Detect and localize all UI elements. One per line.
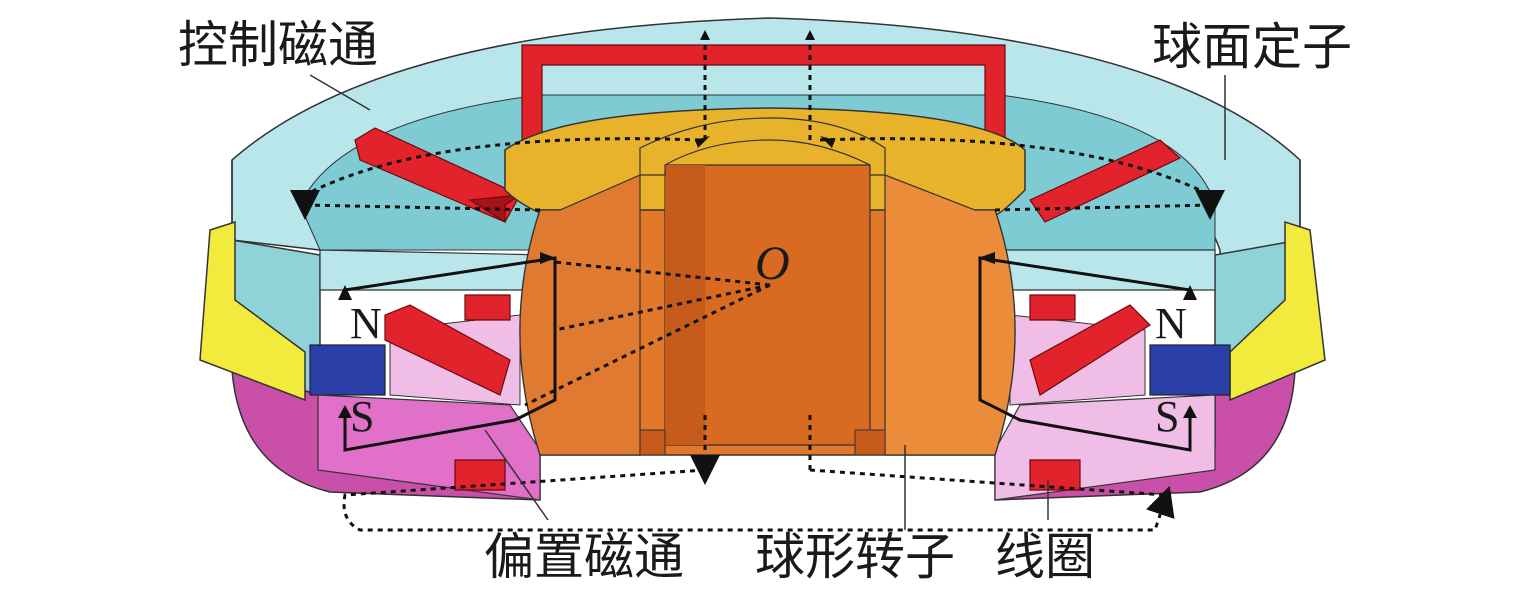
bias-arrow-top-left bbox=[540, 252, 556, 264]
stator-cut-right bbox=[994, 249, 1216, 291]
coil-mid-left bbox=[384, 304, 511, 396]
leader-bias-flux bbox=[484, 429, 549, 521]
bias-flux-solid-left bbox=[343, 256, 557, 452]
coil-mid-left-top bbox=[464, 294, 511, 321]
pole-north-right: N bbox=[1155, 299, 1187, 348]
label-bias-flux: 偏置磁通 bbox=[484, 528, 684, 586]
rotor-bottom-lip-left bbox=[639, 429, 666, 456]
coil-mid-right bbox=[1029, 304, 1151, 396]
pole-north-left: N bbox=[350, 299, 382, 348]
rotor-right-shell bbox=[884, 174, 1016, 456]
label-spherical-rotor: 球形转子 bbox=[755, 528, 955, 586]
bias-arrow-left-n bbox=[338, 285, 352, 300]
pole-south-left: S bbox=[350, 392, 375, 441]
rotor-bottom-lip-right bbox=[854, 429, 886, 456]
coil-upper-left bbox=[354, 127, 521, 223]
label-control-flux: 控制磁通 bbox=[178, 16, 378, 74]
leader-control-flux bbox=[309, 74, 371, 111]
control-flux-arrow-left bbox=[700, 30, 710, 40]
magnet-right bbox=[1149, 344, 1231, 396]
label-spherical-stator: 球面定子 bbox=[1152, 18, 1352, 76]
coil-bottom-right bbox=[1029, 459, 1081, 491]
bias-arrow-right-s bbox=[1183, 405, 1197, 418]
bias-flux-solid-right bbox=[978, 256, 1192, 452]
control-flux-arrow-right bbox=[805, 30, 815, 40]
coil-mid-right-top bbox=[1029, 294, 1076, 321]
rotor-bore-top bbox=[639, 117, 886, 176]
bias-arrow-left-s bbox=[338, 405, 352, 418]
rotor-inner-bore-shadow bbox=[665, 165, 705, 445]
control-flux-arrow-center-right bbox=[820, 136, 835, 148]
rotor-left-shell bbox=[519, 174, 641, 456]
control-flux-path bbox=[290, 35, 1225, 220]
coil-upper-right bbox=[1029, 139, 1182, 223]
coil-bottom-left bbox=[454, 459, 506, 491]
control-flux-arrow-center-left bbox=[695, 136, 710, 148]
magnet-left bbox=[309, 344, 386, 396]
label-coil: 线圈 bbox=[995, 528, 1095, 586]
yellow-ring-left bbox=[199, 220, 306, 402]
leader-lines bbox=[309, 74, 1226, 530]
pole-south-right: S bbox=[1155, 392, 1180, 441]
origin-rays bbox=[524, 260, 771, 407]
bias-arrow-right-n bbox=[1183, 285, 1197, 300]
bias-flux-path bbox=[342, 415, 1175, 532]
bias-arrow-top-right bbox=[978, 252, 995, 264]
origin-label: O bbox=[755, 237, 790, 290]
stator-cut-left bbox=[319, 249, 546, 291]
